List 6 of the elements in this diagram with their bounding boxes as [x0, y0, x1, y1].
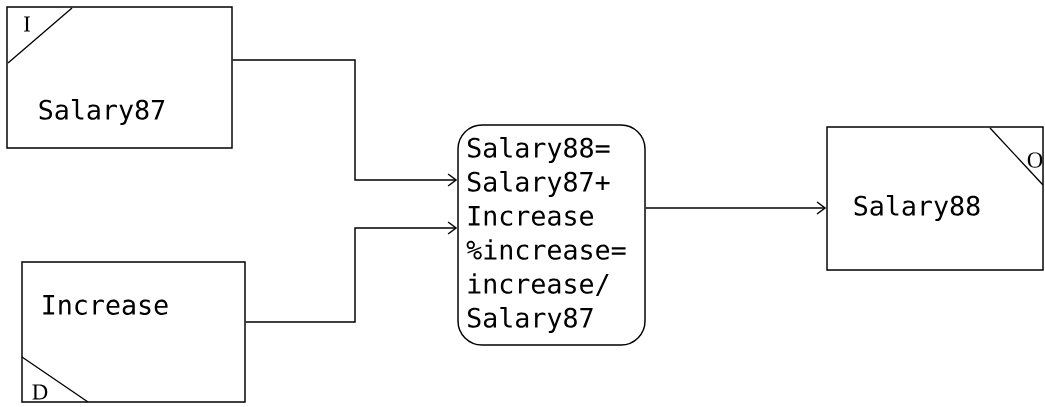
corner-label: I [24, 16, 30, 32]
arrow [232, 59, 458, 187]
corner-label: D [32, 384, 48, 400]
process-box: Salary88= Salary87+ Increase %increase= increase/ Salary87 [457, 124, 646, 346]
arrow [245, 221, 458, 323]
arrow [645, 201, 827, 215]
